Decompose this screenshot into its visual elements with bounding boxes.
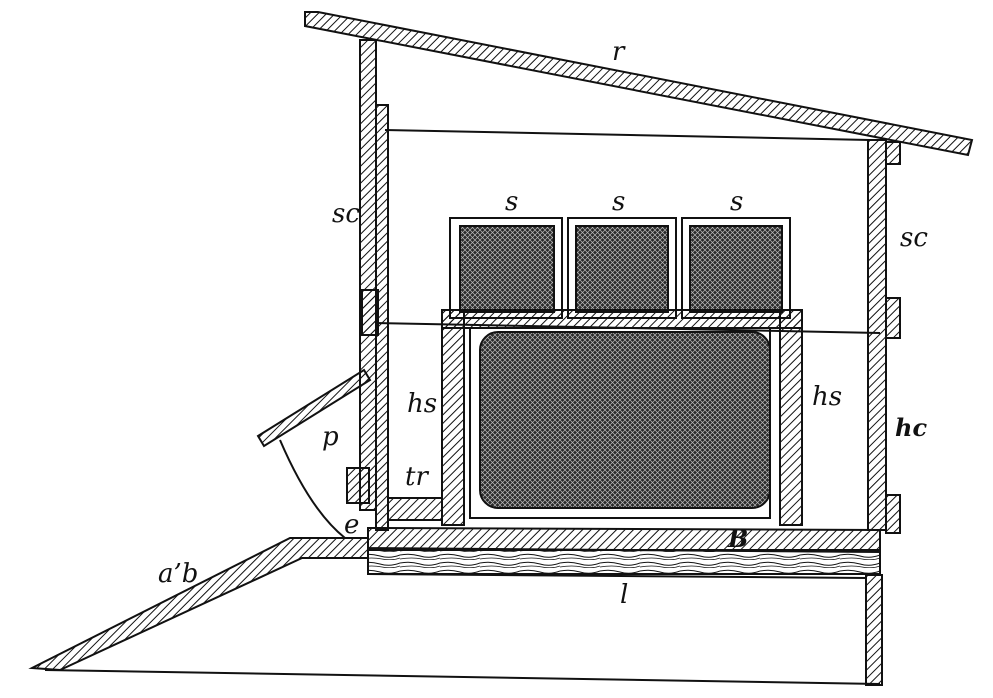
label-sc-right: sc xyxy=(900,223,928,253)
right-outer-wall xyxy=(865,139,901,686)
floor-plank xyxy=(367,549,881,575)
label-hs-right: hs xyxy=(812,382,842,412)
hive-body xyxy=(441,309,803,526)
label-roof: r xyxy=(612,37,626,67)
section-boxes xyxy=(449,217,791,319)
roof xyxy=(304,11,974,157)
label-entrance: e xyxy=(344,510,359,540)
label-section-1: s xyxy=(505,187,518,217)
ground-line xyxy=(44,669,881,685)
alighting-board xyxy=(28,537,369,672)
label-section-3: s xyxy=(730,187,743,217)
label-tray: tr xyxy=(405,462,429,492)
projection-rod xyxy=(256,368,372,539)
label-bottom-board: B xyxy=(727,524,748,553)
label-hc: hc xyxy=(895,413,927,442)
leg-line xyxy=(367,573,867,579)
left-outer-wall xyxy=(346,39,389,531)
label-section-2: s xyxy=(612,187,625,217)
cover-top-line xyxy=(384,129,871,141)
label-sc-left: sc xyxy=(332,199,360,229)
label-projection: p xyxy=(322,422,339,452)
label-hs-left: hs xyxy=(407,389,437,419)
label-alighting-board: a’b xyxy=(158,559,198,589)
label-leg: l xyxy=(620,580,628,610)
bottom-board xyxy=(367,526,881,554)
tray-block xyxy=(387,497,443,521)
